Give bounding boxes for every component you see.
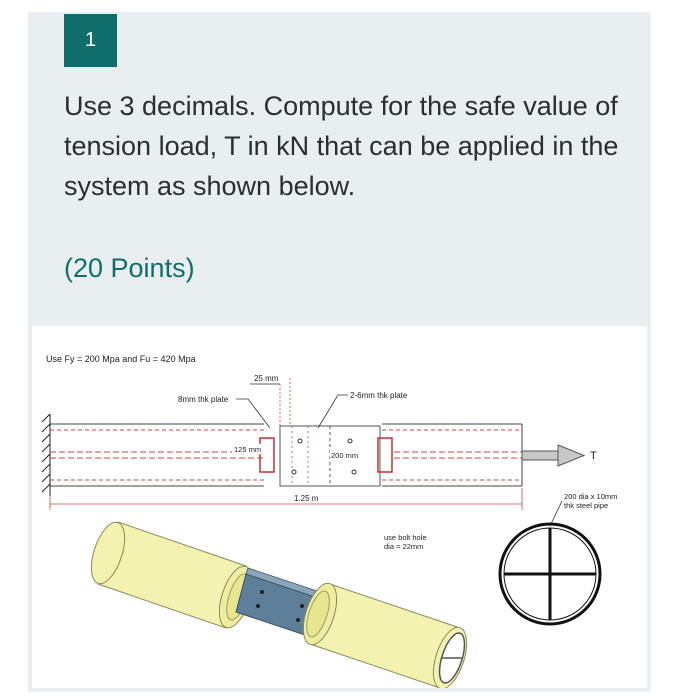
question-number-badge: 1 — [64, 14, 117, 67]
question-card: 1 Use 3 decimals. Compute for the safe v… — [28, 12, 651, 692]
fixed-support — [41, 413, 51, 496]
question-figure: Use Fy = 200 Mpa and Fu = 420 Mpa — [32, 326, 647, 688]
right-pipe-elevation — [377, 423, 523, 487]
label-25mm: 25 mm — [254, 374, 279, 383]
label-pipe-1: 200 dia x 10mm — [564, 492, 617, 501]
label-T: T — [590, 450, 597, 462]
label-length: 1.25 m — [294, 494, 319, 503]
label-bolt-2: dia = 22mm — [384, 542, 423, 551]
isometric-view — [90, 521, 468, 688]
label-125mm: 125 mm — [234, 445, 261, 454]
label-bolt-1: use bolt hole — [384, 533, 427, 542]
question-text: Use 3 decimals. Compute for the safe val… — [64, 91, 619, 201]
leader-6mm-plates — [317, 394, 348, 429]
label-200mm: 200 mm — [331, 451, 358, 460]
leader-8mm-plate — [236, 398, 271, 429]
tension-arrow: T — [521, 444, 597, 467]
label-8mm-plate: 8mm thk plate — [178, 395, 229, 404]
splice-plate: 125 mm 200 mm — [232, 425, 381, 487]
label-6mm-plates: 2-6mm thk plate — [350, 391, 408, 400]
label-pipe-2: thk steel pipe — [564, 501, 608, 510]
left-pipe-elevation — [50, 423, 275, 487]
figure-drawing: Use Fy = 200 Mpa and Fu = 420 Mpa — [41, 354, 617, 688]
pipe-cross-section — [498, 522, 602, 626]
question-points: (20 Points) — [64, 253, 195, 283]
given-text: Use Fy = 200 Mpa and Fu = 420 Mpa — [46, 354, 196, 364]
leader-pipe — [549, 500, 563, 527]
dim-length: 1.25 m — [49, 488, 523, 510]
